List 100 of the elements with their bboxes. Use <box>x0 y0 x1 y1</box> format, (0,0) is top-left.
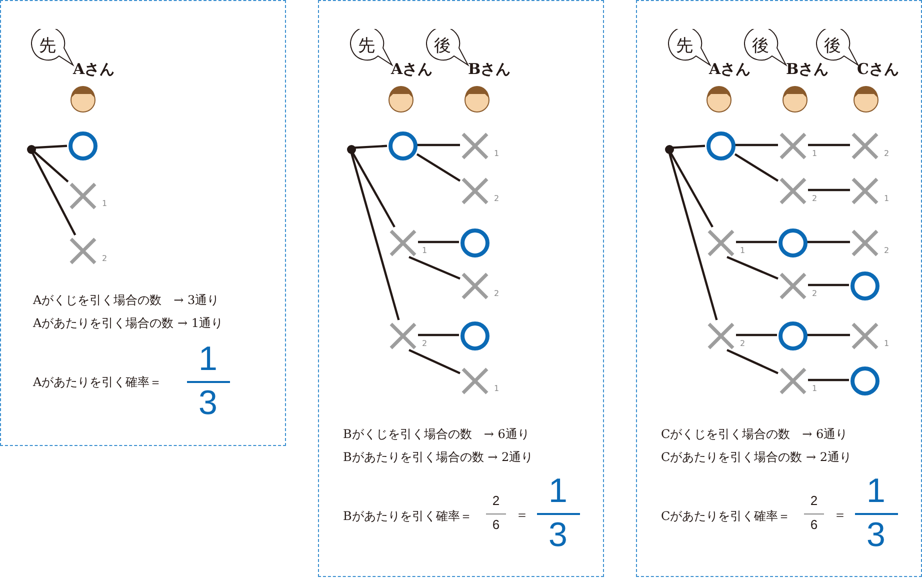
subscript-number: 2 <box>494 195 500 203</box>
subscript-number: 2 <box>740 340 746 348</box>
circle-mark <box>778 228 808 258</box>
cross-mark <box>851 131 881 161</box>
cross-mark <box>389 321 419 351</box>
statement-text: Aがくじを引く場合の数 → 3通り <box>33 294 220 306</box>
fraction-number: 3 <box>198 386 218 420</box>
circle-mark <box>706 131 736 161</box>
circle-mark <box>778 321 808 351</box>
subscript-number: 1 <box>884 340 890 348</box>
branch-line <box>726 256 778 280</box>
cross-mark <box>779 131 809 161</box>
branch-line <box>736 334 777 336</box>
cross-mark <box>851 228 881 258</box>
circle-mark <box>388 131 418 161</box>
subscript-number: 2 <box>812 290 818 298</box>
bubble-text: 後 <box>824 38 841 55</box>
branch-line <box>34 144 68 149</box>
person-name: Cさん <box>857 62 899 77</box>
branch-line <box>408 256 460 280</box>
branch-line <box>350 152 400 320</box>
cross-mark <box>461 176 491 206</box>
branch-line <box>808 188 850 192</box>
branch-line <box>416 153 461 182</box>
branch-line <box>354 144 388 149</box>
cross-mark <box>389 228 419 258</box>
person-name: Aさん <box>709 62 751 77</box>
branch-line <box>408 349 460 374</box>
subscript-number: 1 <box>812 150 818 158</box>
bubble-text: 先 <box>676 38 693 55</box>
circle-mark <box>460 321 490 351</box>
branch-line <box>736 240 777 244</box>
branch-line <box>735 144 778 146</box>
circle-mark <box>850 366 880 396</box>
subscript-number: 1 <box>494 150 500 158</box>
cross-mark <box>461 271 491 301</box>
subscript-number: 1 <box>884 195 890 203</box>
person-name: Bさん <box>468 62 511 77</box>
subscript-number: 1 <box>740 247 746 255</box>
dashed-panel <box>636 0 922 577</box>
statement-text: Cがあたりを引く場合の数 → 2通り <box>661 451 852 463</box>
branch-line <box>418 240 459 244</box>
fraction-number: 2 <box>492 494 500 507</box>
branch-line <box>807 240 850 244</box>
fraction-number: 3 <box>548 518 568 552</box>
fraction-number: 1 <box>866 474 886 508</box>
subscript-number: 1 <box>102 200 108 208</box>
branch-line <box>808 144 850 146</box>
statement-text: Bがあたりを引く場合の数 → 2通り <box>343 451 534 463</box>
branch-line <box>34 151 69 183</box>
subscript-number: 2 <box>884 150 890 158</box>
branch-line <box>418 334 459 336</box>
cross-mark <box>779 176 809 206</box>
dashed-panel <box>318 0 604 577</box>
fraction-number: 2 <box>810 494 818 507</box>
cross-mark <box>707 228 737 258</box>
cross-mark <box>707 321 737 351</box>
start-dot <box>664 144 674 154</box>
branch-line <box>808 284 849 286</box>
cross-mark <box>69 181 99 211</box>
branch-line <box>726 349 778 374</box>
branch-line <box>668 152 718 320</box>
fraction-number: 3 <box>866 518 886 552</box>
circle-mark <box>850 271 880 301</box>
statement-text: Cがくじを引く場合の数 → 6通り <box>661 428 848 440</box>
equals-sign: ＝ <box>516 508 528 521</box>
fraction-number: 1 <box>198 342 218 376</box>
circle-mark <box>68 131 98 161</box>
person-name: Bさん <box>786 62 829 77</box>
subscript-number: 1 <box>422 247 428 255</box>
branch-line <box>672 144 706 149</box>
subscript-number: 2 <box>884 247 890 255</box>
person-name: Aさん <box>73 62 115 77</box>
bubble-text: 後 <box>752 38 769 55</box>
cross-mark <box>779 366 809 396</box>
equals-sign: ＝ <box>834 508 846 521</box>
subscript-number: 2 <box>422 340 428 348</box>
branch-line <box>352 152 396 228</box>
subscript-number: 1 <box>812 385 818 393</box>
cross-mark <box>851 176 881 206</box>
start-dot <box>26 144 36 154</box>
cross-mark <box>779 271 809 301</box>
branch-line <box>670 152 714 228</box>
subscript-number: 2 <box>494 290 500 298</box>
circle-mark <box>460 228 490 258</box>
statement-text: Bがあたりを引く確率＝ <box>343 510 472 522</box>
branch-line <box>31 152 76 236</box>
statement-text: Bがくじを引く場合の数 → 6通り <box>343 428 530 440</box>
bubble-text: 先 <box>358 38 375 55</box>
branch-line <box>417 144 460 146</box>
branch-line <box>807 334 850 336</box>
subscript-number: 2 <box>812 195 818 203</box>
cross-mark <box>461 366 491 396</box>
person-name: Aさん <box>391 62 433 77</box>
fraction-number: 1 <box>548 474 568 508</box>
cross-mark <box>851 321 881 351</box>
branch-line <box>734 153 779 182</box>
start-dot <box>346 144 356 154</box>
subscript-number: 2 <box>102 255 108 263</box>
branch-line <box>808 378 849 382</box>
